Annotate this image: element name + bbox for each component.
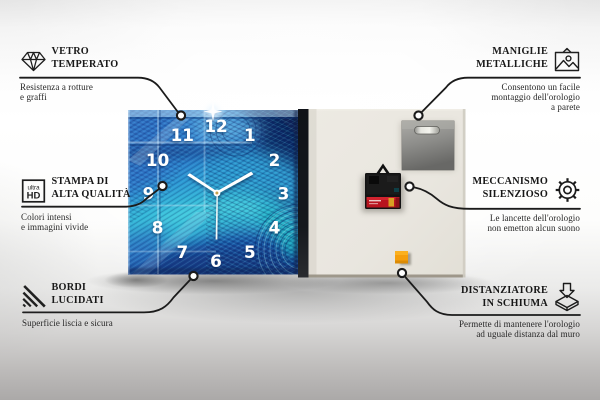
dial-number-2: 2	[269, 150, 281, 170]
dial-number-12: 12	[204, 116, 227, 136]
polished-edge-icon	[22, 285, 46, 308]
diamond-icon	[21, 51, 46, 72]
clock-back-view	[298, 109, 466, 278]
dial-number-1: 1	[244, 125, 256, 145]
callout-endpoints	[157, 110, 424, 282]
clock-dial-numbers: 1 2 3 4 5 6 7 8 9 10 11 12	[143, 116, 290, 271]
callout-dot-bordi	[188, 270, 199, 282]
hour-hand	[187, 173, 218, 195]
foam-spacer	[395, 251, 411, 265]
foam-spacer-icon	[555, 282, 579, 312]
picture-frame-icon	[554, 47, 580, 72]
callout-lines	[19, 76, 581, 316]
dial-number-11: 11	[171, 125, 194, 145]
clock-side-edge	[298, 109, 309, 278]
callout-line-meccanismo	[413, 186, 581, 210]
ultra-hd-small-label: ultra	[27, 184, 40, 191]
callout-dot-maniglie	[413, 110, 424, 121]
dial-number-10: 10	[146, 150, 169, 170]
dial-number-4: 4	[269, 217, 281, 237]
minute-hand	[215, 171, 254, 195]
gear-icon	[555, 178, 580, 202]
clock-hands	[187, 171, 254, 240]
callout-line-bordi	[22, 278, 192, 314]
ultra-hd-icon: ultra HD	[21, 179, 46, 203]
glass-glint	[201, 99, 225, 124]
dial-number-9: 9	[143, 184, 155, 204]
clock-mechanism	[362, 163, 404, 212]
dial-number-7: 7	[176, 242, 188, 262]
ultra-hd-big-label: HD	[27, 191, 41, 202]
callout-line-vetro	[19, 76, 179, 113]
dial-number-8: 8	[152, 217, 164, 237]
dial-number-6: 6	[210, 251, 222, 271]
hanger-slot	[414, 126, 440, 134]
callout-dot-distanziatore	[396, 267, 408, 279]
second-hand	[215, 193, 218, 240]
callout-dot-vetro	[175, 110, 187, 121]
hands-hub	[215, 191, 219, 195]
callout-dot-meccanismo	[404, 181, 415, 192]
callout-line-maniglie	[420, 76, 581, 113]
dial-number-3: 3	[278, 184, 290, 204]
callout-dot-stampa	[157, 180, 168, 192]
clock-front-view: 1 2 3 4 5 6 7 8 9 10 11 12	[128, 99, 298, 275]
mechanism-battery	[366, 197, 400, 208]
callout-line-distanziatore	[404, 276, 581, 316]
metal-hanger-plate	[400, 120, 455, 171]
dial-number-5: 5	[244, 242, 256, 262]
callout-line-stampa	[21, 188, 160, 208]
